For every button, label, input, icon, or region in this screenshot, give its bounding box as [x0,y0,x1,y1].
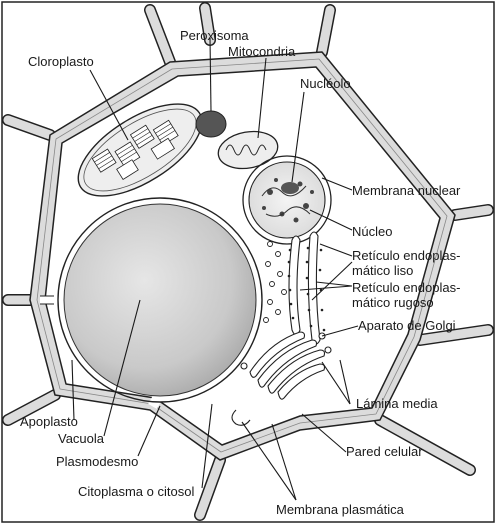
label-apoplasto: Apoplasto [20,414,78,429]
label-reticulo-liso-2: mático liso [352,263,413,278]
label-reticulo-rugoso-2: mático rugoso [352,295,434,310]
label-nucleo: Núcleo [352,224,392,239]
label-cloroplasto: Cloroplasto [28,54,94,69]
label-golgi: Aparato de Golgi [358,318,456,333]
label-vacuola: Vacuola [58,431,105,446]
mitochondrion [217,130,279,170]
label-peroxisoma: Peroxisoma [180,28,249,43]
nucleolus [281,182,299,194]
label-pared-celular: Pared celular [346,444,423,459]
nucleus [242,155,332,245]
label-membrana-nuclear: Membrana nuclear [352,183,461,198]
smooth-er [263,241,287,323]
label-citoplasma: Citoplasma o citosol [78,484,194,499]
label-membrana-plasmatica: Membrana plasmática [276,502,405,517]
label-plasmodesmo: Plasmodesmo [56,454,138,469]
leader-lines [71,37,359,501]
vacuole [57,197,263,403]
chloroplast [77,103,203,197]
rough-er [287,231,326,345]
label-lamina-media: Lámina media [356,396,438,411]
plasma-membrane-detail [231,409,251,426]
peroxisome [195,110,227,138]
label-reticulo-rugoso-1: Retículo endoplas- [352,280,460,295]
labels: Peroxisoma Mitocondria Cloroplasto Nuclé… [20,28,461,517]
label-reticulo-liso-1: Retículo endoplas- [352,248,460,263]
label-mitocondria: Mitocondria [228,44,296,59]
label-nucleolo: Nucléolo [300,76,351,91]
